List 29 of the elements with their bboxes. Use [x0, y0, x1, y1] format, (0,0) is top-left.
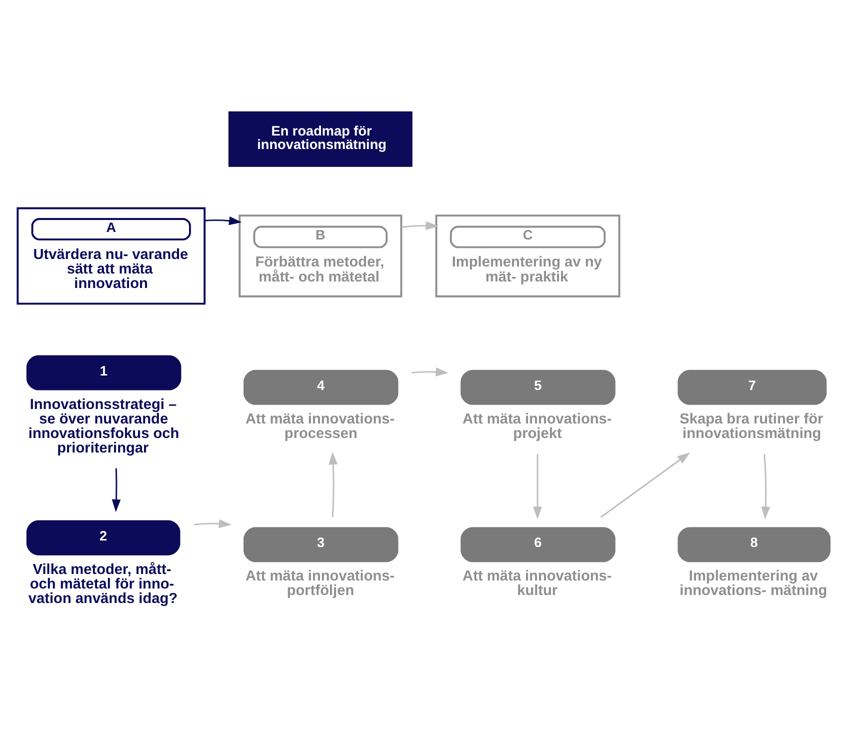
- node-box: 5: [460, 370, 616, 405]
- node-box: 1: [26, 355, 182, 390]
- arrow: [761, 454, 770, 520]
- node-box: 2: [26, 520, 180, 556]
- node-box: 8: [678, 527, 831, 562]
- arrow: [328, 452, 338, 518]
- node-label: Innovationsstrategi – se över nuvarande innovationsfokus och prioriteringar: [28, 396, 180, 457]
- node-box: C Implementering av ny mät- praktik: [435, 214, 620, 298]
- node-label: Skapa bra rutiner för innovationsmätning: [680, 411, 824, 442]
- arrow: [204, 216, 242, 226]
- node-box: A Utvärdera nu- varande sätt att mäta innovation: [16, 207, 206, 305]
- node-label: Implementering av innovations- mätning: [680, 568, 828, 600]
- node-box: 7: [678, 370, 827, 405]
- node-box: 4: [244, 370, 398, 405]
- node-label: Vilka metoder, mått- och mätetal för inno- vation används idag?: [28, 562, 178, 608]
- arrow: [533, 454, 542, 520]
- node-box: B Förbättra metoder, mått- och mätetal: [238, 214, 402, 298]
- node-box: 3: [244, 527, 398, 562]
- node-label: Att mäta innovations- portföljen: [245, 568, 395, 600]
- arrow: [412, 368, 448, 376]
- node-label: Att mäta innovations- projekt: [462, 411, 612, 442]
- arrow: [194, 519, 232, 528]
- arrow: [401, 221, 438, 230]
- arrow: [600, 452, 690, 518]
- node-box: En roadmap för innovationsmätning: [228, 111, 412, 167]
- arrow: [112, 468, 121, 512]
- node-label: Att mäta innovations- processen: [245, 411, 395, 442]
- node-label: Att mäta innovations- kultur: [462, 568, 612, 600]
- node-box: 6: [460, 527, 616, 562]
